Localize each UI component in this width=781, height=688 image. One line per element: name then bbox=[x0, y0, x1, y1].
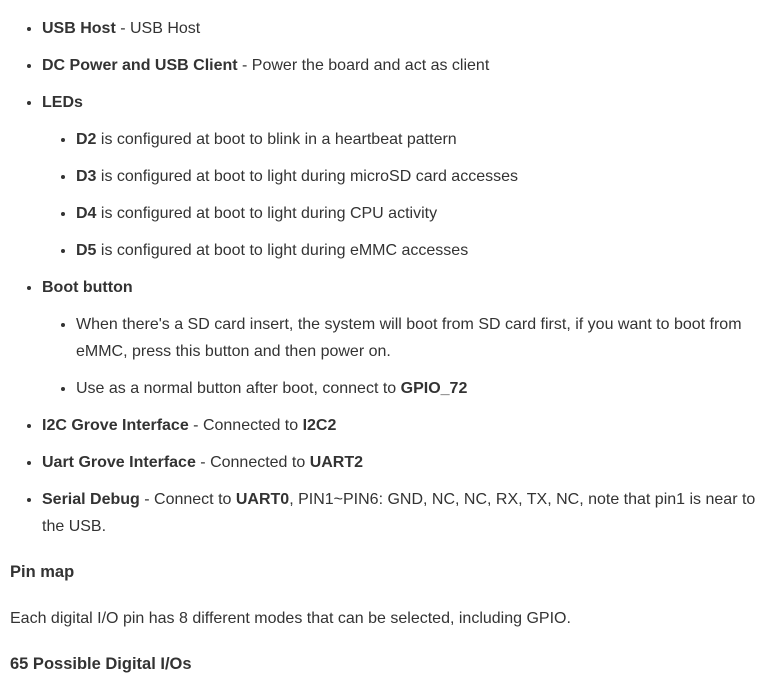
list-item-leds: LEDs D2 is configured at boot to blink i… bbox=[42, 89, 767, 264]
feature-description: is configured at boot to blink in a hear… bbox=[96, 131, 457, 148]
feature-term: D3 bbox=[76, 168, 97, 185]
list-item-serial-debug: Serial Debug - Connect to UART0, PIN1~PI… bbox=[42, 486, 767, 540]
feature-description: - Connect to bbox=[139, 491, 236, 508]
feature-term: D2 bbox=[76, 131, 97, 148]
feature-description: is configured at boot to light during CP… bbox=[96, 205, 438, 222]
pin-map-paragraph: Each digital I/O pin has 8 different mod… bbox=[10, 610, 571, 627]
list-item-boot-gpio: Use as a normal button after boot, conne… bbox=[76, 375, 767, 402]
feature-term-highlight: UART2 bbox=[309, 454, 364, 471]
boot-button-sublist: When there's a SD card insert, the syste… bbox=[42, 311, 767, 402]
feature-description: When there's a SD card insert, the syste… bbox=[76, 316, 742, 360]
feature-description: is configured at boot to light during mi… bbox=[96, 168, 518, 185]
list-item-dc-power: DC Power and USB Client - Power the boar… bbox=[42, 52, 767, 79]
feature-list: USB Host - USB Host DC Power and USB Cli… bbox=[10, 15, 767, 540]
feature-description: Use as a normal button after boot, conne… bbox=[76, 380, 401, 397]
feature-description: - Power the board and act as client bbox=[237, 57, 490, 74]
digital-ios-heading: 65 Possible Digital I/Os bbox=[10, 655, 192, 673]
list-item-led-d5: D5 is configured at boot to light during… bbox=[76, 237, 767, 264]
list-item-led-d2: D2 is configured at boot to blink in a h… bbox=[76, 126, 767, 153]
feature-term: LEDs bbox=[42, 94, 83, 111]
list-item-i2c-grove: I2C Grove Interface - Connected to I2C2 bbox=[42, 412, 767, 439]
list-item-led-d3: D3 is configured at boot to light during… bbox=[76, 163, 767, 190]
feature-term: USB Host bbox=[42, 20, 116, 37]
feature-description: - Connected to bbox=[188, 417, 303, 434]
feature-term-highlight: GPIO_72 bbox=[400, 380, 468, 397]
list-item-led-d4: D4 is configured at boot to light during… bbox=[76, 200, 767, 227]
feature-term: D5 bbox=[76, 242, 97, 259]
doc-content: USB Host - USB Host DC Power and USB Cli… bbox=[10, 15, 767, 678]
list-item-uart-grove: Uart Grove Interface - Connected to UART… bbox=[42, 449, 767, 476]
list-item-boot-sd: When there's a SD card insert, the syste… bbox=[76, 311, 767, 365]
feature-term: DC Power and USB Client bbox=[42, 57, 238, 74]
feature-description: - Connected to bbox=[195, 454, 310, 471]
feature-term: Boot button bbox=[42, 279, 133, 296]
list-item-usb-host: USB Host - USB Host bbox=[42, 15, 767, 42]
feature-term-highlight: I2C2 bbox=[302, 417, 337, 434]
feature-term: Serial Debug bbox=[42, 491, 140, 508]
feature-description: - USB Host bbox=[115, 20, 201, 37]
feature-term: D4 bbox=[76, 205, 97, 222]
feature-term: Uart Grove Interface bbox=[42, 454, 196, 471]
feature-description: is configured at boot to light during eM… bbox=[96, 242, 469, 259]
feature-term: I2C Grove Interface bbox=[42, 417, 189, 434]
leds-sublist: D2 is configured at boot to blink in a h… bbox=[42, 126, 767, 264]
list-item-boot-button: Boot button When there's a SD card inser… bbox=[42, 274, 767, 402]
feature-description: , PIN1~PIN6: GND, NC, NC, RX, TX, NC, no… bbox=[42, 491, 756, 535]
feature-term-highlight: UART0 bbox=[235, 491, 290, 508]
pin-map-heading: Pin map bbox=[10, 563, 75, 581]
